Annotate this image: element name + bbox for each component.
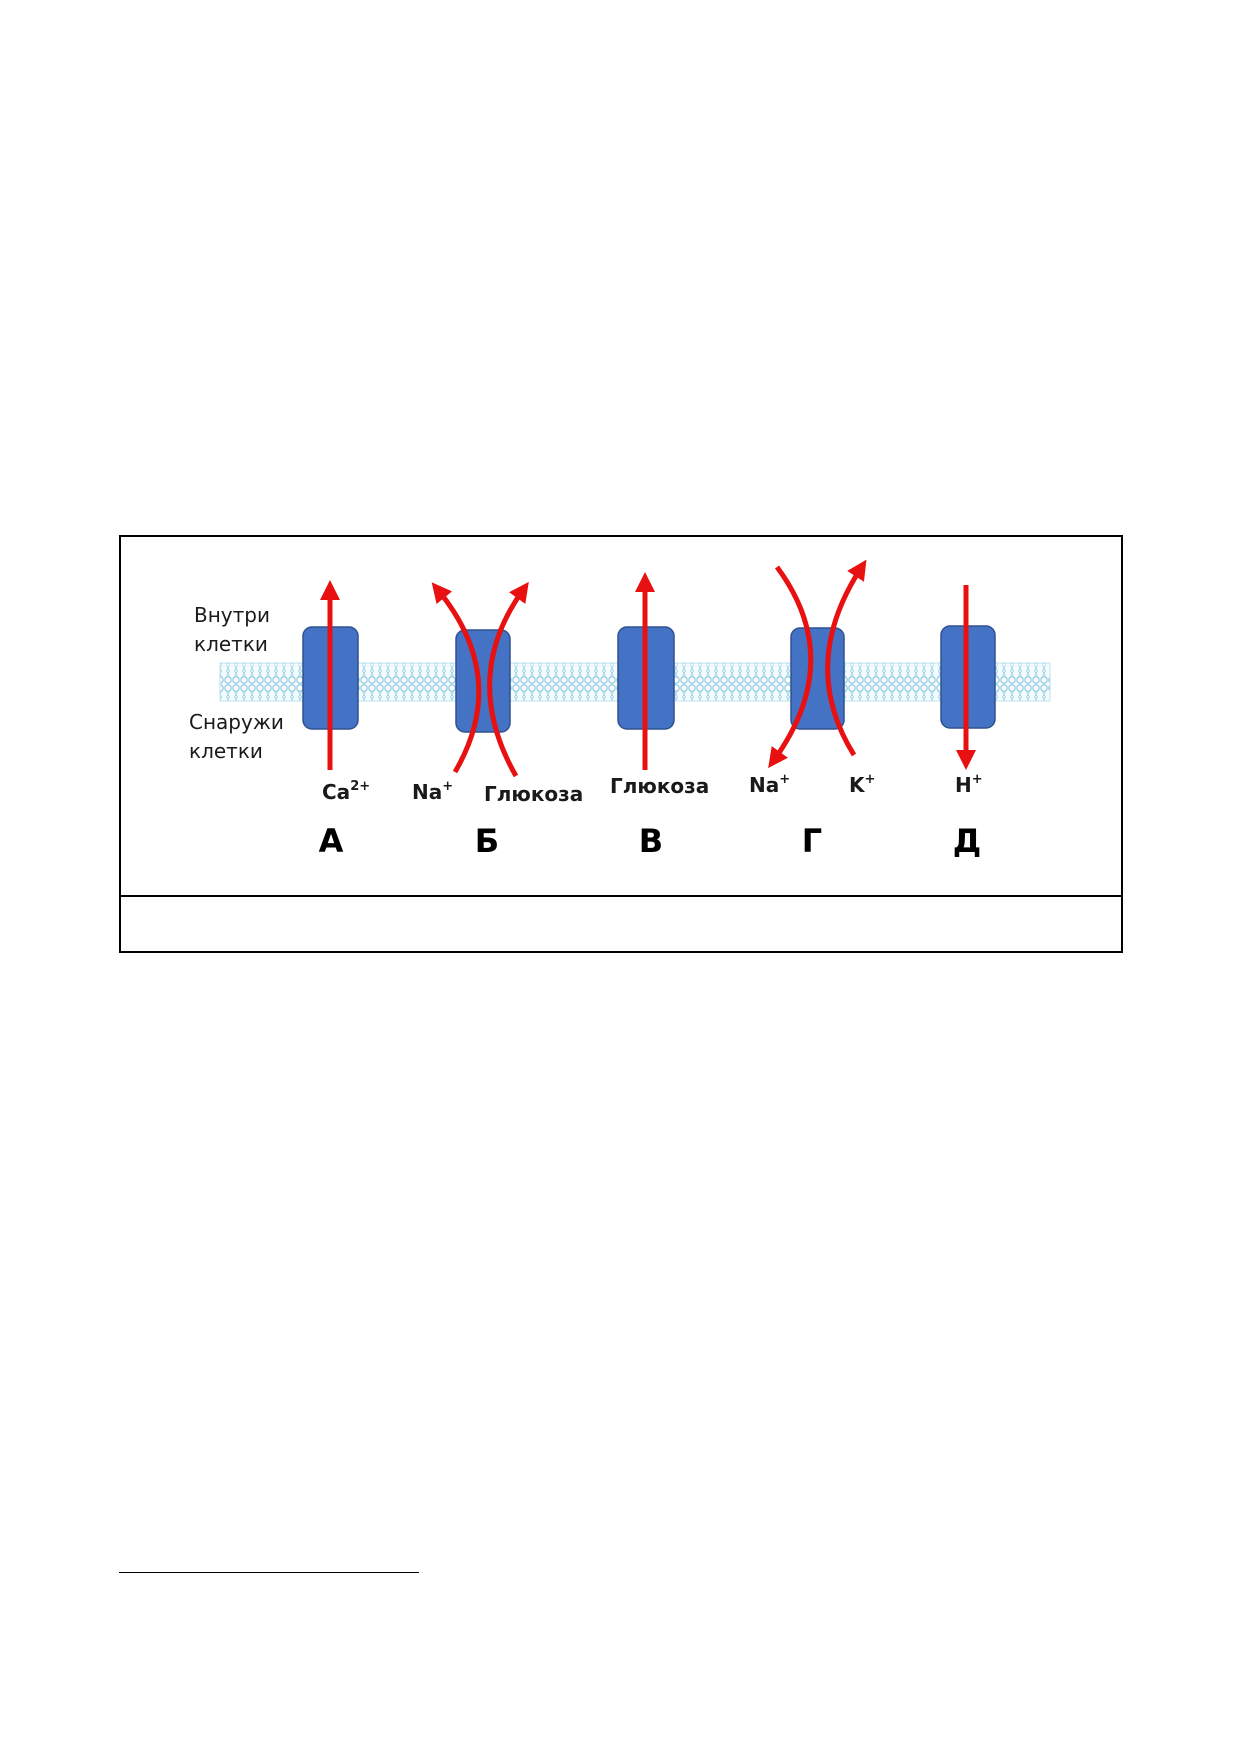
inside-cell-label-line2: клетки: [194, 632, 268, 656]
transporter-g-na-arrow: [768, 565, 814, 769]
transporter-g-k-label: K+: [849, 772, 875, 797]
transporter-d-h-label: H+: [955, 772, 983, 797]
transporter-g-letter: Г: [802, 822, 822, 860]
transporter-b-protein: [455, 629, 511, 733]
transporter-v-letter: В: [639, 822, 663, 860]
footnote-separator: [119, 1572, 419, 1573]
transporter-b-glucose-arrow: [487, 581, 529, 778]
transporter-a-letter: А: [319, 822, 344, 860]
transporter-b-na-label: Na+: [412, 779, 453, 804]
transporter-b-glucose-label: Глюкоза: [484, 782, 583, 806]
outside-cell-label-line1: Снаружи: [189, 710, 284, 734]
transporter-b-na-arrow: [431, 582, 482, 774]
figure-frame: [119, 535, 1123, 953]
figure-caption-divider: [121, 895, 1121, 897]
transporter-d-letter: Д: [953, 822, 982, 860]
transporter-v-glucose-label: Глюкоза: [610, 774, 709, 798]
inside-cell-label-line1: Внутри: [194, 603, 270, 627]
transporter-g-k-arrow: [825, 559, 867, 757]
transporter-g-na-label: Na+: [749, 772, 790, 797]
transporter-a-substance-label: Ca2+: [322, 779, 370, 804]
outside-cell-label-line2: клетки: [189, 739, 263, 763]
transporter-b-letter: Б: [475, 822, 499, 860]
